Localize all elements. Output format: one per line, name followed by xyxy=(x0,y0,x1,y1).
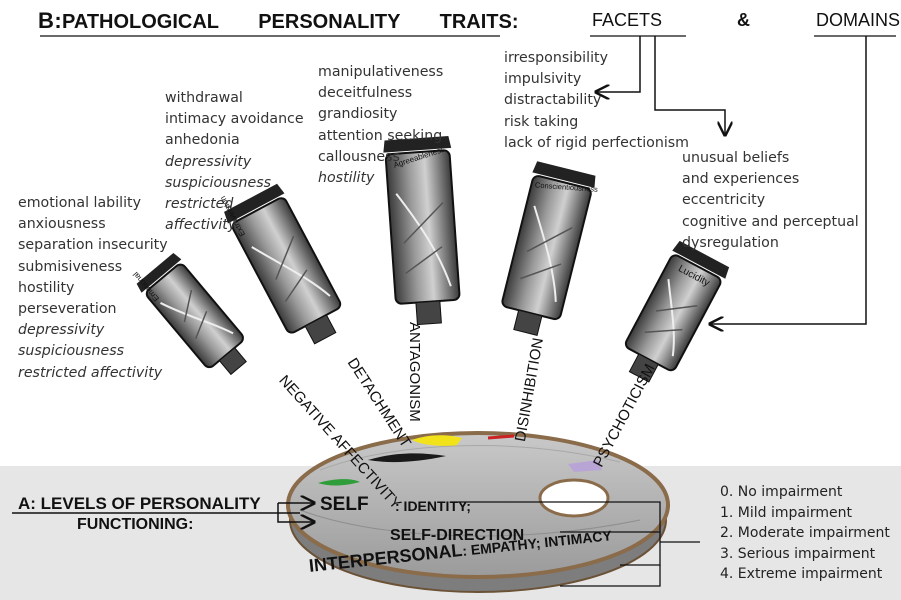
domains-heading: DOMAINS xyxy=(816,10,901,30)
facet-item: submisiveness xyxy=(18,258,123,275)
facet-item: distractability xyxy=(504,92,602,109)
facet-item: dysregulation xyxy=(682,234,779,251)
facet-item: manipulativeness xyxy=(318,64,444,80)
facet-item: restricted affectivity xyxy=(18,364,163,381)
impairment-item: 0. No impairment xyxy=(720,484,843,500)
facet-item: risk taking xyxy=(504,113,579,130)
self-label: SELF xyxy=(320,494,369,515)
palette xyxy=(286,423,670,593)
facets-negative-affectivity: emotional lability anxiousness separation … xyxy=(18,193,168,384)
tube-negative-affectivity: Emotional xyxy=(131,252,247,376)
facet-item: unusual beliefs xyxy=(682,150,790,166)
facet-item: anhedonia xyxy=(165,132,240,149)
facet-item: callousness xyxy=(318,148,400,165)
facets-antagonism: manipulativeness deceitfulness grandiosity… xyxy=(318,62,443,189)
paint-lilac xyxy=(568,460,602,472)
facet-item: impulsivity xyxy=(504,71,582,88)
palette-thumb-hole xyxy=(538,478,610,518)
impairment-item: 2. Moderate impairment xyxy=(720,525,890,541)
ampersand: & xyxy=(737,10,750,30)
paint-white xyxy=(471,423,561,430)
section-b-label: B: xyxy=(38,8,63,33)
facet-item: deceitfulness xyxy=(318,85,413,102)
tube-disinhibition: Conscientiousness xyxy=(501,161,599,336)
tube-psychoticism: Lucidity xyxy=(624,240,730,383)
section-a-title-line2: FUNCTIONING: xyxy=(77,516,194,533)
impairment-list: 0. No impairment 1. Mild impairment 2. M… xyxy=(720,482,890,585)
tube-antagonism: Agreeableness xyxy=(383,135,461,326)
facet-item: suspiciousness xyxy=(18,343,125,360)
facet-item: grandiosity xyxy=(318,106,398,123)
facets-arrow-psychoticism xyxy=(654,36,725,135)
self-identity-label: : IDENTITY; xyxy=(395,498,471,514)
facets-heading: FACETS xyxy=(592,10,663,30)
self-direction-label: SELF-DIRECTION xyxy=(390,527,525,544)
paint-yellow xyxy=(412,435,462,446)
facet-item: lack of rigid perfectionism xyxy=(504,134,690,151)
domain-antagonism: ANTAGONISM xyxy=(406,322,423,422)
paint-black xyxy=(368,453,446,463)
facet-item: separation insecurity xyxy=(18,237,168,254)
tube-detachment: Extraversion xyxy=(218,183,342,345)
facet-item: perseveration xyxy=(18,301,117,318)
facet-item: affectivity xyxy=(165,217,237,234)
section-a-title: A: LEVELS OF PERSONALITY xyxy=(18,494,261,513)
impairment-item: 4. Extreme impairment xyxy=(720,566,883,582)
facets-arrow-disinhibition xyxy=(596,36,641,92)
facet-item: emotional lability xyxy=(18,195,141,211)
facet-item: cognitive and perceptual xyxy=(682,213,859,230)
tube-label-conscientiousness: Conscientiousness xyxy=(535,180,599,193)
impairment-bracket xyxy=(450,501,700,587)
facet-item: hostility xyxy=(318,170,375,187)
impairment-item: 1. Mild impairment xyxy=(720,504,853,521)
interpersonal-arrow xyxy=(277,503,314,522)
paint-green xyxy=(318,479,360,486)
facet-item: eccentricity xyxy=(682,192,766,209)
facet-item: withdrawal xyxy=(165,90,243,106)
facet-item: suspiciousness xyxy=(165,174,272,191)
facet-item: restricted xyxy=(165,196,234,213)
facet-item: and experiences xyxy=(682,171,800,188)
facet-item: hostility xyxy=(18,279,75,296)
paint-red xyxy=(487,434,515,440)
page-title: PATHOLOGICAL PERSONALITY TRAITS: xyxy=(62,11,519,33)
facet-item: anxiousness xyxy=(18,216,106,233)
facet-item: irresponsibility xyxy=(504,50,608,66)
impairment-item: 3. Serious impairment xyxy=(720,545,876,562)
facet-item: attention seeking xyxy=(318,127,443,144)
facet-item: depressivity xyxy=(18,322,105,339)
facets-detachment: withdrawal intimacy avoidance anhedonia dep… xyxy=(165,88,304,236)
facet-item: depressivity xyxy=(165,153,252,170)
facets-psychoticism: unusual beliefs and experiences eccentrici… xyxy=(682,148,859,254)
facet-item: intimacy avoidance xyxy=(165,111,304,128)
domains-arrow xyxy=(710,36,867,324)
facets-disinhibition: irresponsibility impulsivity distractabili… xyxy=(504,48,689,154)
